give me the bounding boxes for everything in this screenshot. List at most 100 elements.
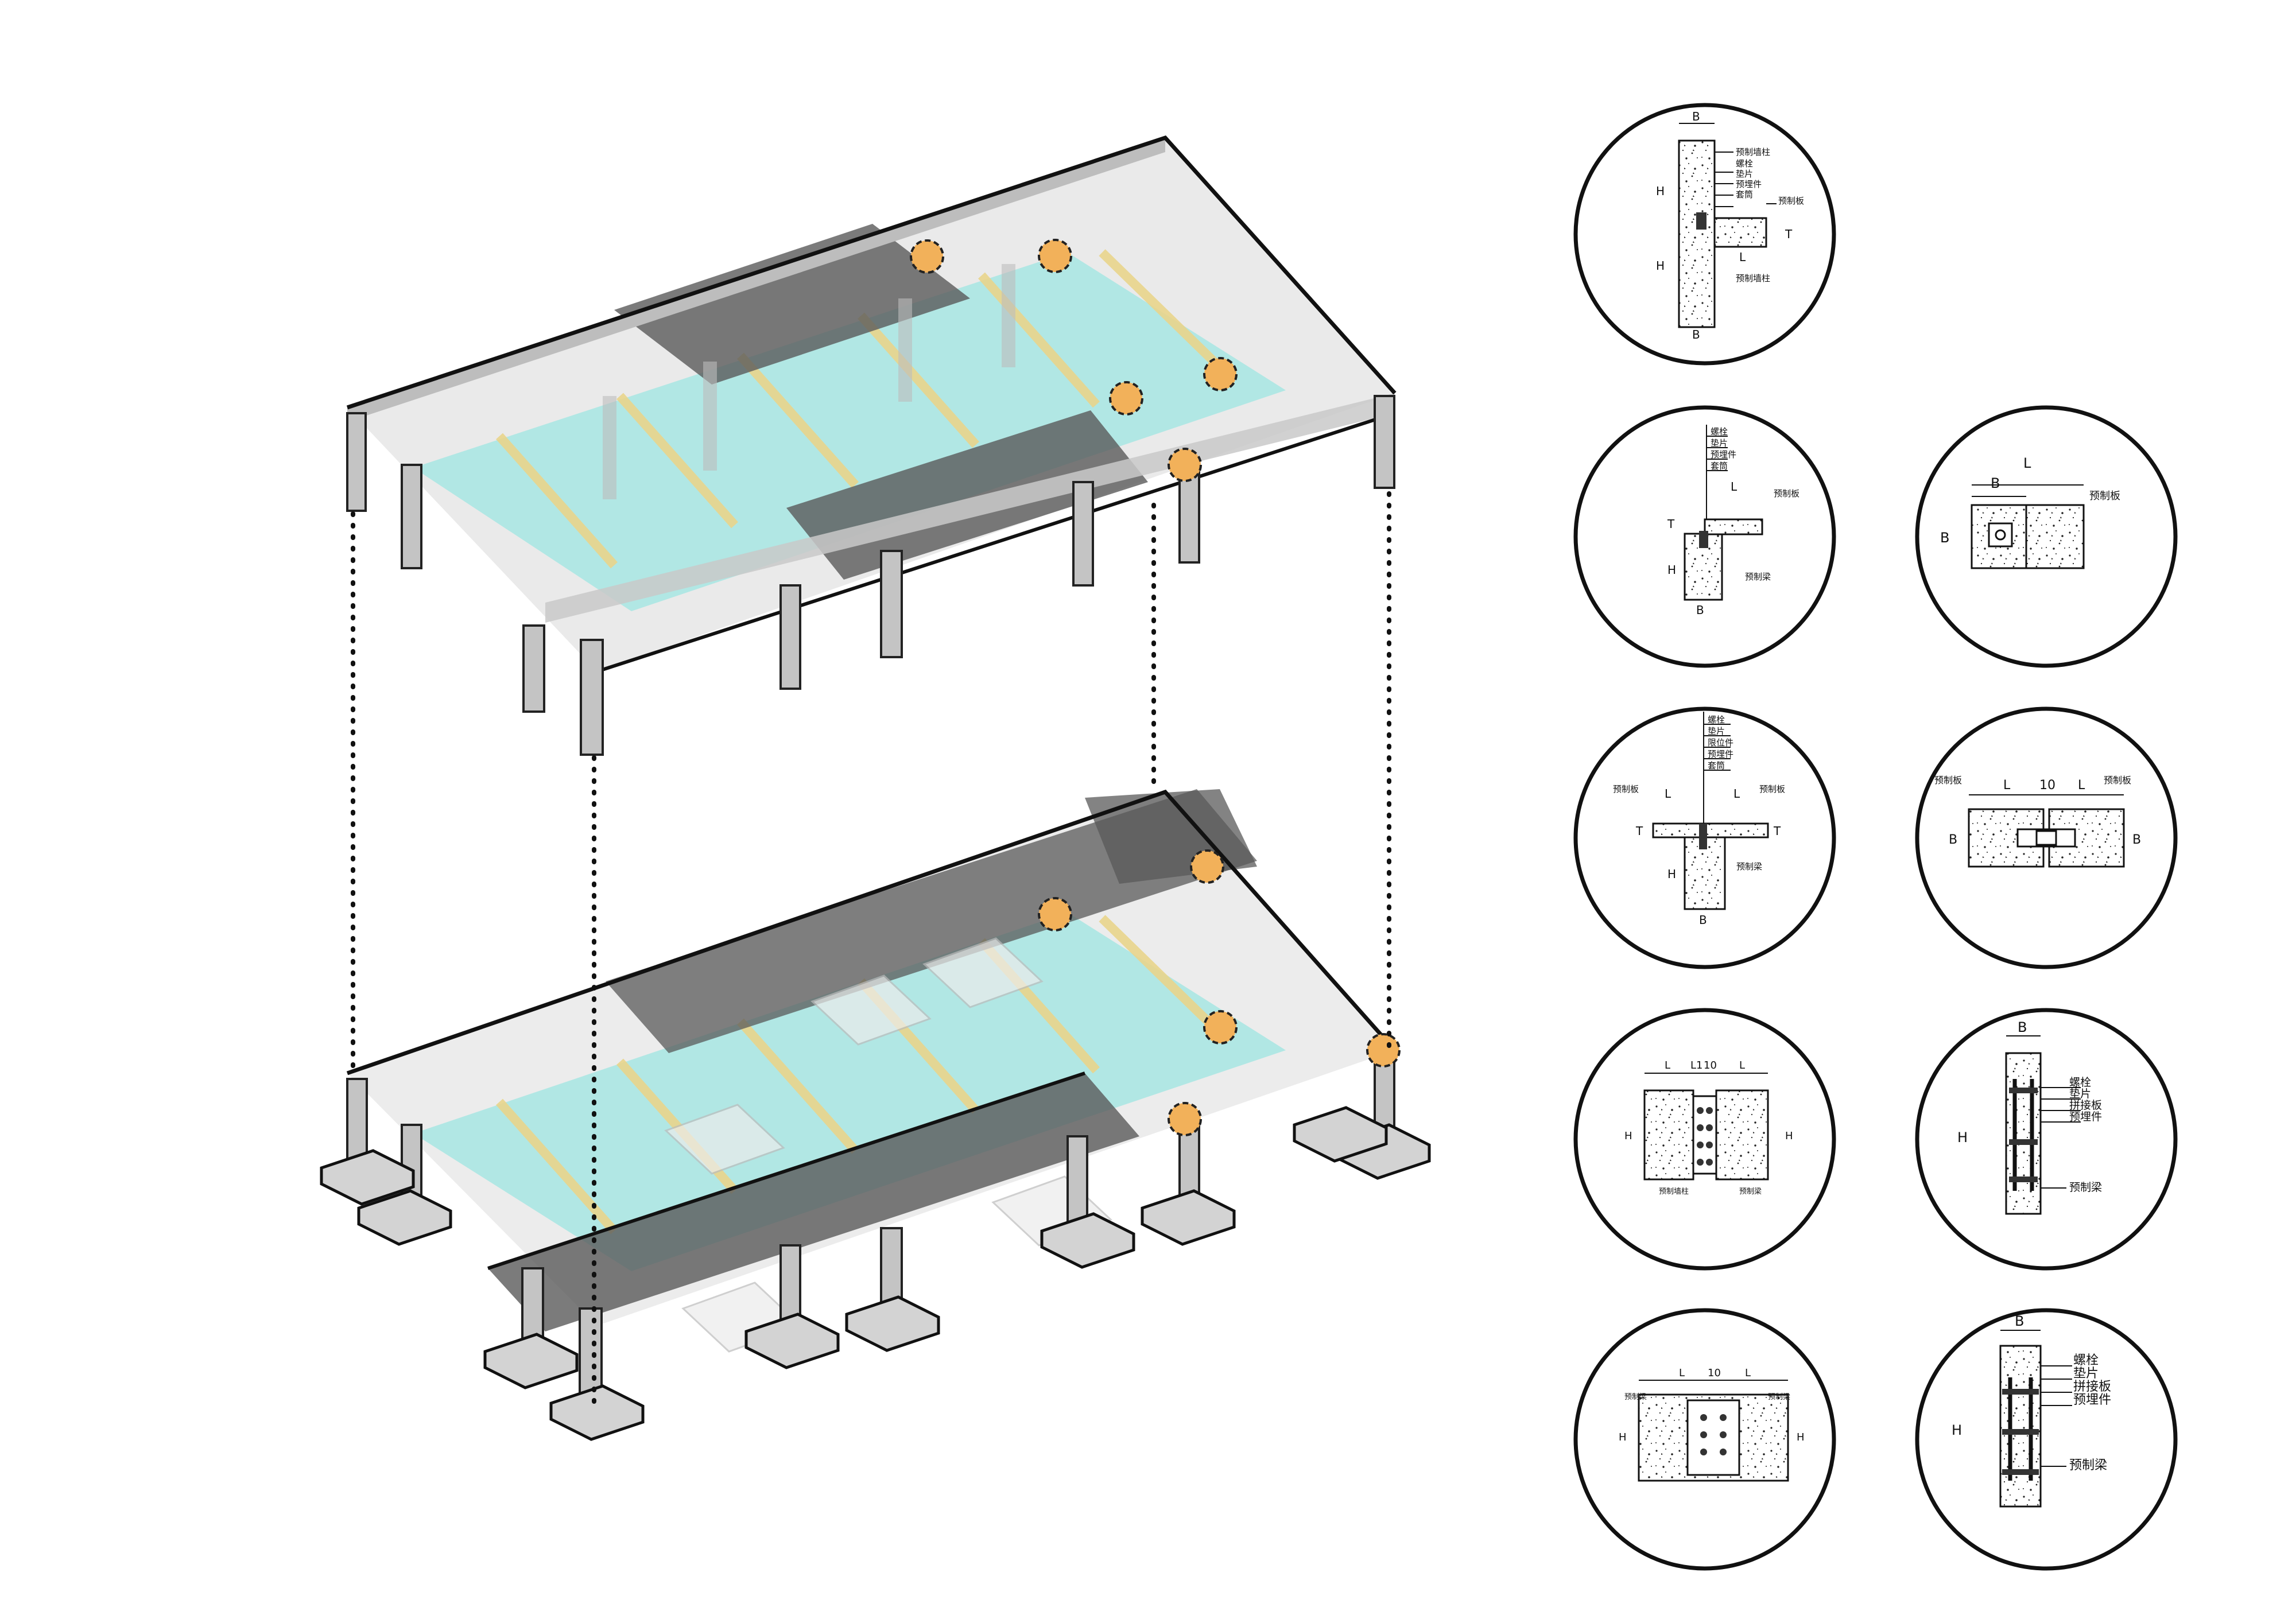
lower-floor-module: [320, 789, 1431, 1441]
label-precast-beam: 预制梁: [1624, 1393, 1647, 1401]
label-bolt: 螺栓: [1736, 158, 1753, 169]
label-limit-part: 限位件: [1708, 737, 1733, 748]
label-sleeve: 套筒: [1736, 189, 1753, 200]
dim-t: T: [1667, 517, 1675, 531]
dim-b: B: [1696, 603, 1704, 617]
detail-5-drawing: L 10 L B B 预制板 预制板: [1934, 775, 2141, 868]
dim-gap: 10: [1708, 1367, 1721, 1379]
label-precast-slab: 预制板: [1613, 784, 1639, 794]
label-precast-beam: 预制梁: [1768, 1393, 1790, 1401]
dim-l: L: [1679, 1367, 1685, 1379]
dim-l: L: [2023, 455, 2031, 471]
dim-h: H: [1656, 259, 1665, 273]
dim-l: L: [1665, 1059, 1670, 1071]
upper-joint-markers: [910, 239, 1238, 482]
label-bolt: 螺栓: [1708, 715, 1725, 725]
label-embedded-part: 预埋件: [2069, 1111, 2102, 1123]
label-washer: 垫片: [1711, 438, 1728, 448]
dim-t: T: [1785, 227, 1793, 241]
dim-h: H: [1624, 1130, 1632, 1142]
label-splice-plate: 拼接板: [2069, 1099, 2102, 1112]
label-precast-beam: 预制梁: [1739, 1187, 1762, 1196]
dim-l: L: [1731, 480, 1737, 494]
dim-b: B: [1692, 328, 1700, 341]
upper-ribs: [496, 249, 1220, 569]
label-washer: 垫片: [2069, 1088, 2091, 1100]
dim-b: B: [1692, 110, 1700, 123]
label-precast-slab: 预制板: [1759, 784, 1785, 794]
dim-gap: 10: [1704, 1059, 1717, 1071]
label-precast-slab: 预制板: [1778, 196, 1804, 206]
detail-2-drawing: 螺栓 垫片 预埋件 套筒 预制板 预制梁 L B H T: [1667, 425, 1799, 617]
dim-b: B: [1991, 475, 2000, 491]
detail-8-drawing: L 10 L H H 预制梁 预制梁: [1619, 1367, 1805, 1482]
label-precast-beam: 预制梁: [1736, 861, 1762, 872]
upper-dark-beam-1: [614, 224, 970, 385]
dim-h: H: [1619, 1431, 1627, 1443]
detail-6-drawing: L L1 10 L H H 预制墙柱 预制梁: [1624, 1059, 1793, 1196]
label-bolt: 螺栓: [1711, 426, 1728, 437]
dim-l: L: [1739, 1059, 1745, 1071]
dim-gap: 10: [2039, 778, 2055, 793]
dim-h: H: [1667, 867, 1676, 881]
lower-slab-panel: [413, 913, 1286, 1271]
upper-columns: [346, 395, 1395, 756]
dim-l: L: [2078, 778, 2085, 793]
label-bolt: 螺栓: [2073, 1353, 2099, 1368]
label-washer: 垫片: [1708, 726, 1725, 736]
label-sleeve: 套筒: [1708, 760, 1725, 771]
label-precast-wall-column: 预制墙柱: [1736, 147, 1770, 157]
detail-3-drawing: L B B 预制板: [1940, 455, 2120, 569]
dim-t: T: [1635, 824, 1643, 838]
detail-7: [1915, 1008, 2178, 1271]
dim-l: L: [1739, 250, 1746, 264]
label-precast-beam: 预制梁: [1745, 572, 1771, 582]
detail-9: [1915, 1308, 2178, 1571]
detail-4-drawing: 螺栓 垫片 限位件 预埋件 套筒 预制板 预制板 预制梁 L L B H T T: [1613, 712, 1785, 927]
dim-l1: L1: [1690, 1059, 1702, 1071]
label-embedded-part: 预埋件: [2073, 1393, 2111, 1407]
detail-7-drawing: B H 螺栓 垫片 拼接板 预埋件 预制梁: [1957, 1019, 2102, 1215]
lower-dark-beam-front: [488, 1073, 1139, 1331]
label-precast-slab: 预制板: [1774, 488, 1799, 499]
detail-circles: [1573, 103, 2178, 1571]
dim-b: B: [2018, 1019, 2027, 1035]
label-precast-slab: 预制板: [1934, 775, 1962, 786]
detail-1-drawing: B B H H L T 预制墙柱 螺栓 垫片 预埋件 套筒 预制板 预制墙柱: [1656, 110, 1804, 341]
alignment-lines: [351, 491, 1391, 1405]
label-washer: 垫片: [2073, 1366, 2099, 1381]
label-precast-beam: 预制梁: [2069, 1458, 2107, 1473]
label-washer: 垫片: [1736, 169, 1753, 179]
label-sleeve: 套筒: [1711, 461, 1728, 471]
label-precast-wall-column: 预制墙柱: [1659, 1187, 1689, 1196]
dim-b: B: [2015, 1313, 2024, 1329]
label-splice-plate: 拼接板: [2073, 1380, 2111, 1394]
upper-perimeter-beam: [347, 138, 1165, 422]
label-embedded-part: 预埋件: [1736, 179, 1762, 189]
dim-b: B: [1940, 530, 1949, 546]
dim-l: L: [1733, 787, 1740, 801]
dim-t: T: [1773, 824, 1781, 838]
dim-h: H: [1785, 1130, 1793, 1142]
lower-dark-beam-top: [606, 789, 1257, 1053]
upper-floor-module: [346, 135, 1397, 756]
lower-outline: [346, 789, 1397, 1075]
label-bolt: 螺栓: [2069, 1076, 2091, 1089]
dim-h: H: [1797, 1431, 1805, 1443]
dim-b: B: [1949, 833, 1957, 847]
upper-slab-panel: [413, 253, 1286, 611]
detail-9-drawing: B H 螺栓 垫片 拼接板 预埋件 预制梁: [1952, 1313, 2111, 1508]
dim-l: L: [1665, 787, 1671, 801]
dim-h: H: [1656, 184, 1665, 198]
label-precast-slab: 预制板: [2089, 490, 2120, 502]
dim-l: L: [2003, 778, 2011, 793]
label-embedded-part: 预埋件: [1708, 749, 1733, 759]
lower-columns: [346, 1049, 1395, 1407]
label-precast-slab: 预制板: [2104, 775, 2131, 786]
dim-l: L: [1745, 1367, 1751, 1379]
label-embedded-part: 预埋件: [1711, 449, 1736, 460]
upper-outline: [346, 135, 1397, 410]
lower-footings: [320, 1106, 1431, 1441]
dim-h: H: [1667, 563, 1676, 577]
